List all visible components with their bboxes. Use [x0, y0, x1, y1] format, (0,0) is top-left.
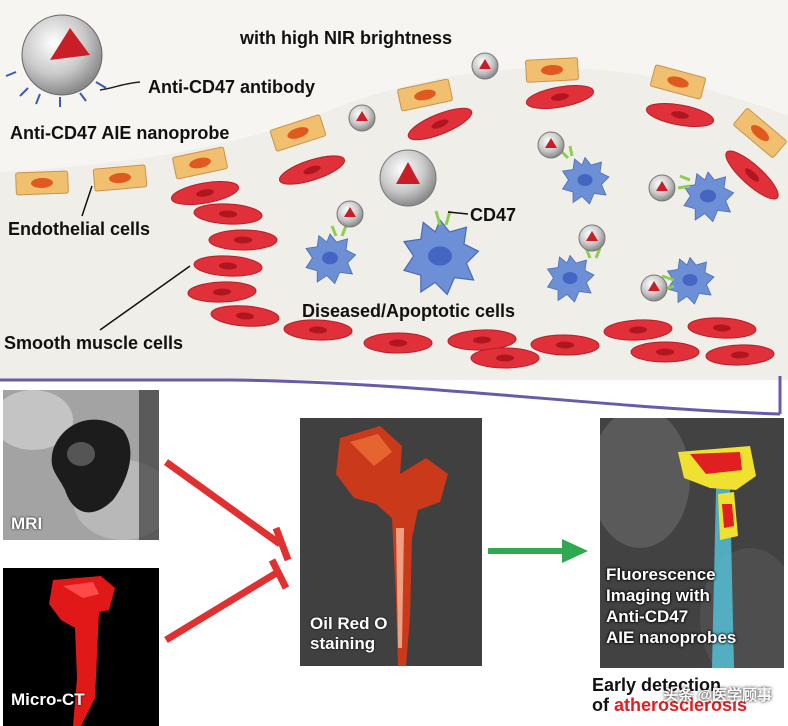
oilred-image: Oil Red O staining — [300, 418, 482, 666]
endothelial-label: Endothelial cells — [8, 219, 151, 239]
proceed-arrow — [488, 539, 588, 563]
nanoprobe-label: Anti-CD47 AIE nanoprobe — [10, 123, 230, 143]
inhibit-arrows — [163, 459, 292, 643]
cd47-label: CD47 — [470, 205, 517, 225]
mri-label: MRI — [11, 514, 43, 533]
cd47-receptors — [330, 145, 691, 292]
oilred-label-line1: Oil Red O — [310, 614, 388, 633]
watermark: 头条 @医学顾事 — [663, 687, 772, 704]
cell-diagram-panel: with high NIR brightness Anti-CD47 antib… — [0, 0, 788, 380]
antibody-label: Anti-CD47 antibody — [148, 77, 316, 97]
fluorescence-line4: AIE nanoprobes — [606, 628, 737, 648]
early-detection-caption: Early detection of atherosclerosis — [592, 675, 748, 716]
early-line1: Early detection — [592, 675, 722, 695]
smooth-muscle-label: Smooth muscle cells — [4, 333, 184, 353]
pointer-cd47 — [447, 211, 469, 215]
pointer-endothelial — [81, 185, 93, 217]
oilred-label: Oil Red O staining — [310, 614, 387, 655]
fluorescence-line3: Anti-CD47 — [606, 607, 689, 627]
panel-divider — [0, 376, 782, 416]
cell-diagram-svg — [5, 14, 788, 369]
diseased-label: Diseased/Apoptotic cells — [302, 301, 516, 321]
fluorescence-image: Fluorescence Imaging with Anti-CD47 AIE … — [600, 418, 784, 668]
early-highlight: atherosclerosis — [614, 694, 748, 715]
early-prefix: of — [592, 694, 614, 715]
mri-image: MRI — [3, 390, 159, 540]
fluorescence-line2: Imaging with — [606, 586, 710, 606]
microct-image: Micro-CT — [3, 568, 159, 726]
header-text: with high NIR brightness — [240, 28, 452, 48]
legend-nanoprobe — [5, 14, 141, 107]
fluorescence-label: Fluorescence Imaging with Anti-CD47 AIE … — [606, 564, 736, 648]
fluorescence-line1: Fluorescence — [606, 565, 716, 584]
oilred-label-line2: staining — [310, 634, 376, 654]
large-nanoprobe — [379, 149, 437, 207]
microct-label: Micro-CT — [11, 690, 85, 709]
pointer-smooth-muscle — [99, 265, 191, 331]
